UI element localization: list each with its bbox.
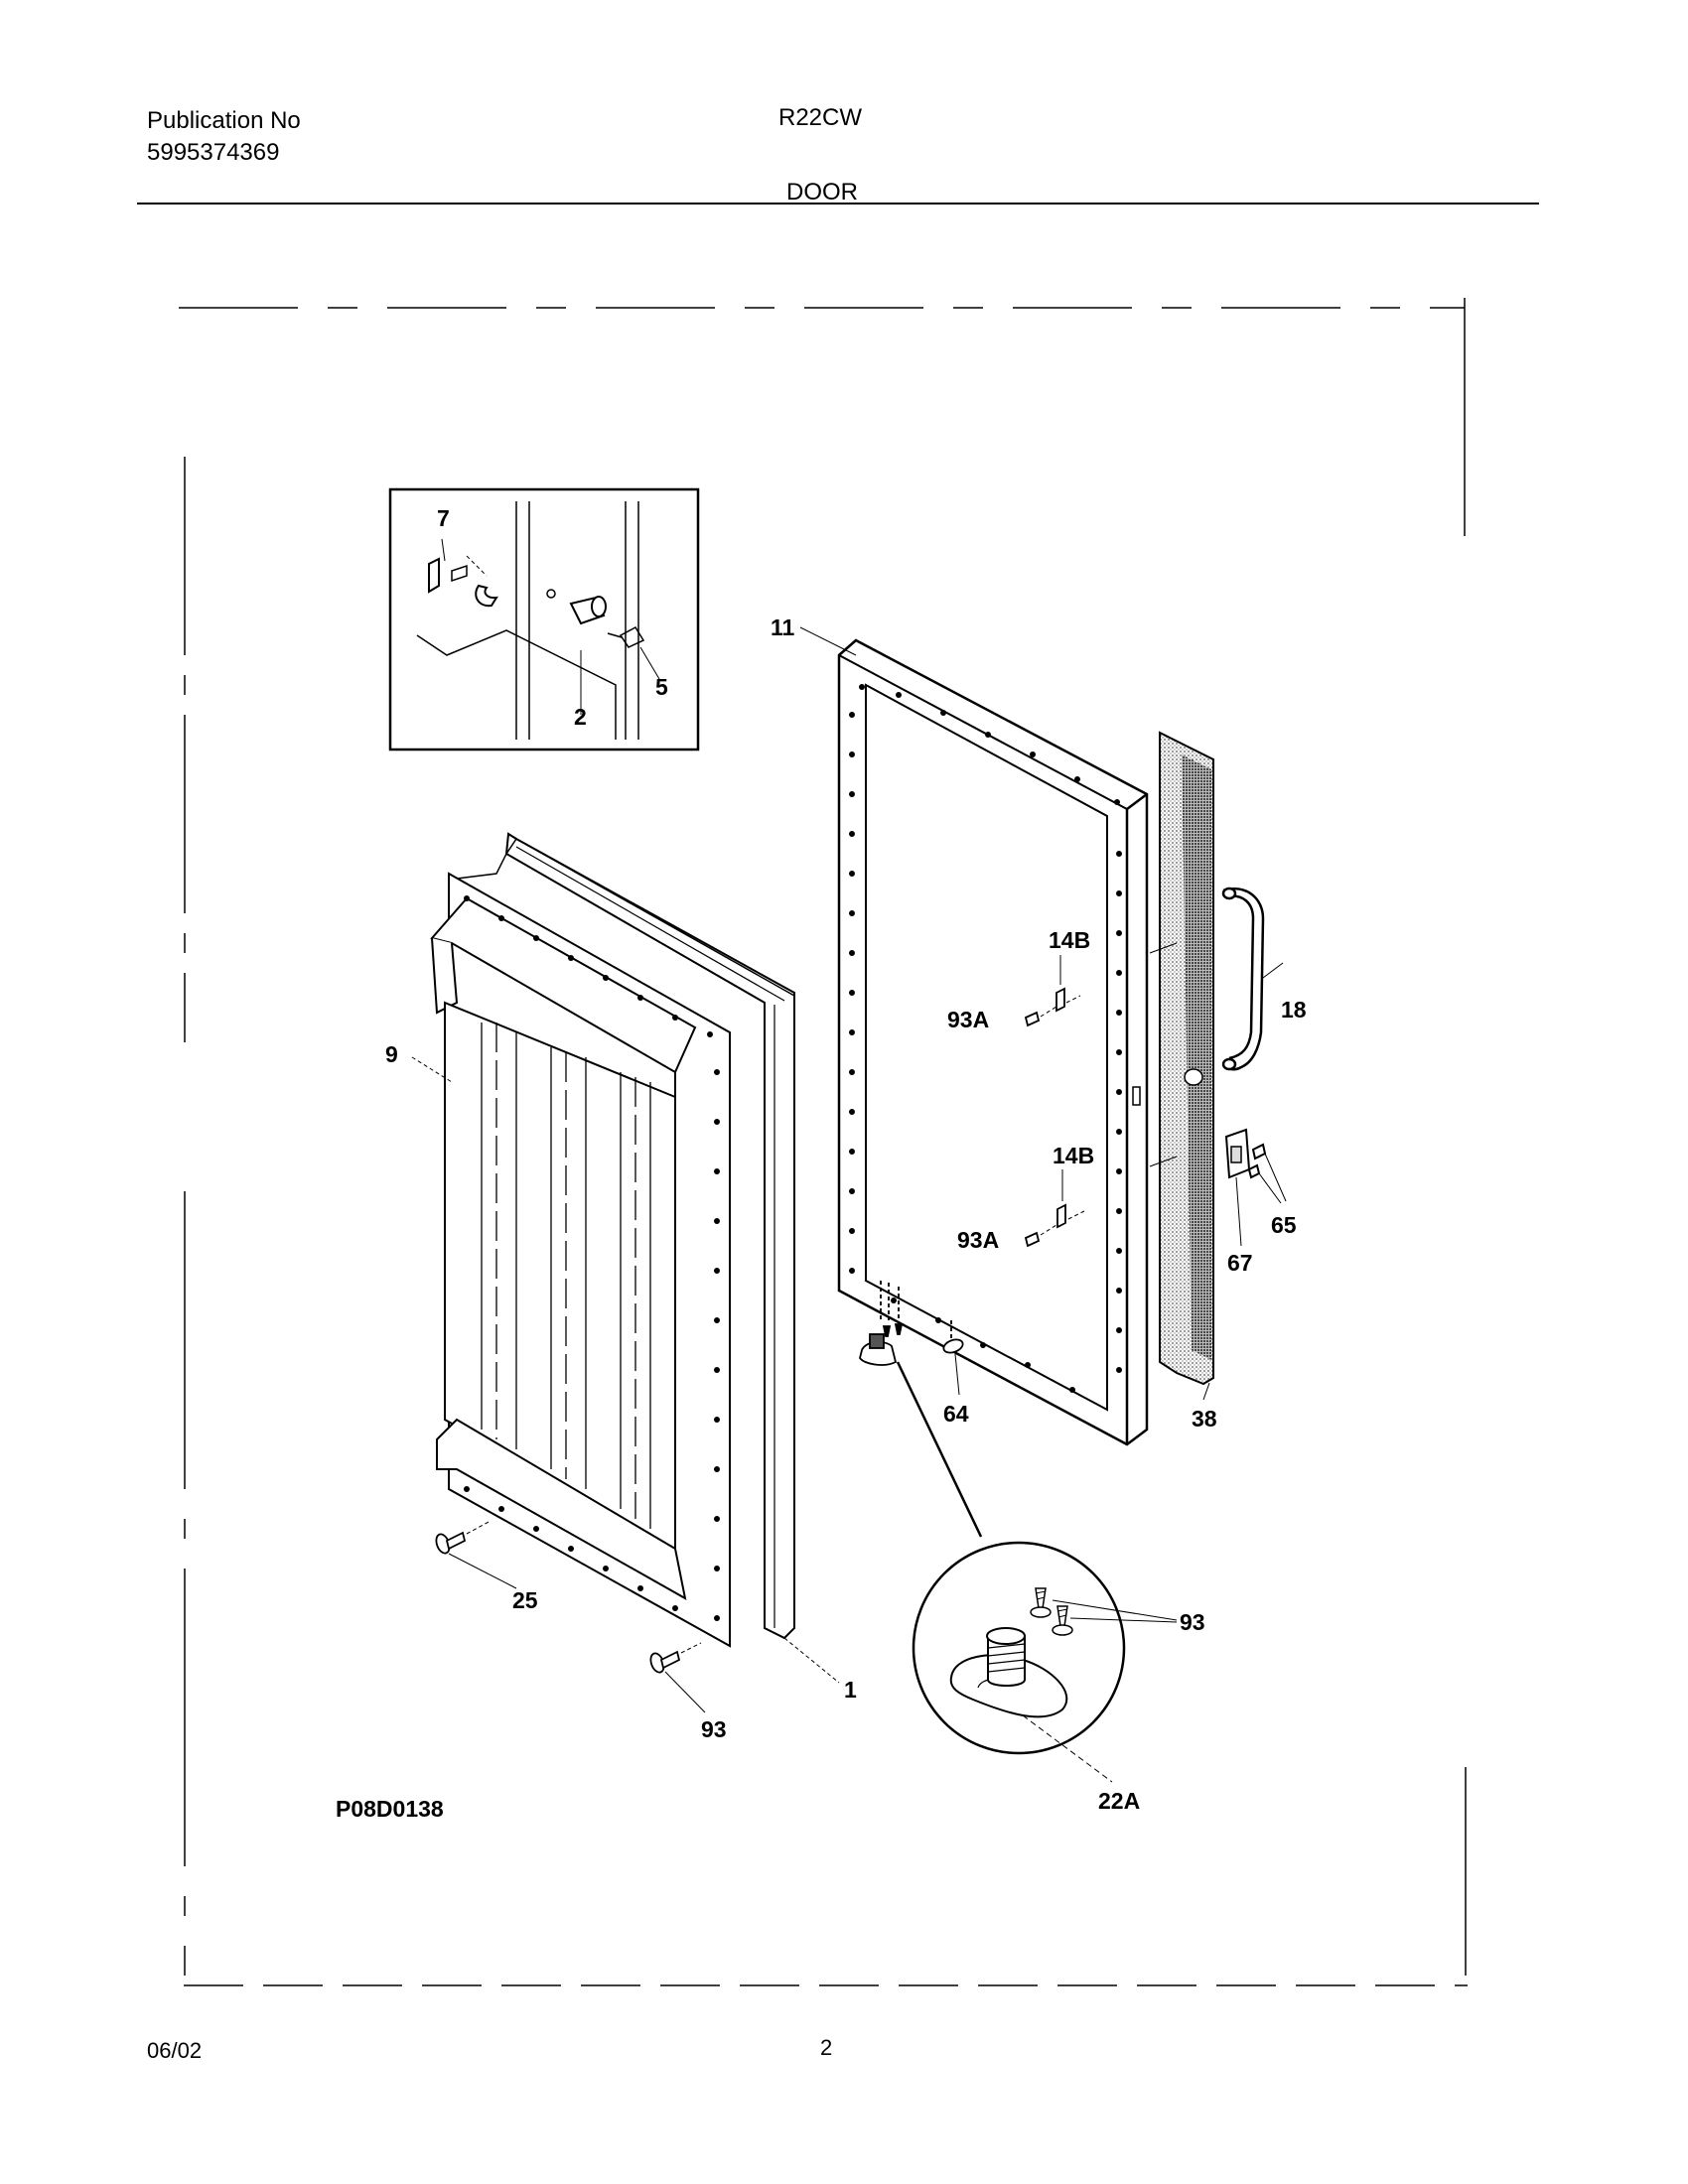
callout-93a-bottom: 93A xyxy=(957,1227,999,1253)
callout-64: 64 xyxy=(943,1401,969,1427)
callout-14b-top: 14B xyxy=(1049,927,1090,953)
door-handle xyxy=(1221,887,1284,1071)
header-rule xyxy=(137,203,1539,205)
callout-14b-bottom: 14B xyxy=(1053,1143,1094,1168)
callout-38: 38 xyxy=(1192,1406,1217,1432)
latch-plate xyxy=(1224,1128,1287,1247)
callout-67: 67 xyxy=(1227,1250,1253,1276)
footer-date: 06/02 xyxy=(147,2038,203,2063)
hinge-hardware xyxy=(1024,955,1085,1248)
section-title: DOOR xyxy=(786,179,858,205)
callout-22a: 22A xyxy=(1098,1788,1140,1814)
callout-93-detail: 93 xyxy=(1180,1609,1205,1635)
callout-25: 25 xyxy=(512,1587,538,1613)
callout-1: 1 xyxy=(844,1677,857,1703)
door-liner-assembly xyxy=(430,832,795,1648)
callout-labels: 7 5 2 11 14B 93A 18 9 14B 93A 65 67 64 3… xyxy=(336,505,1307,1822)
drawing-id: P08D0138 xyxy=(336,1796,444,1822)
callout-9: 9 xyxy=(385,1041,398,1067)
page-number: 2 xyxy=(820,2035,833,2060)
callout-65: 65 xyxy=(1271,1212,1297,1238)
handle-trim-strip xyxy=(1149,731,1214,1401)
callout-7: 7 xyxy=(437,505,450,531)
callout-18: 18 xyxy=(1281,997,1307,1023)
publication-label: Publication No xyxy=(147,107,301,134)
model-number: R22CW xyxy=(778,104,863,131)
liner-screws xyxy=(411,626,857,1713)
callout-93a-top: 93A xyxy=(947,1007,989,1032)
callout-5: 5 xyxy=(655,674,668,700)
hinge-detail-circle xyxy=(912,1541,1178,1783)
lock-detail-inset xyxy=(388,487,700,751)
outer-door-panel xyxy=(837,638,1149,1446)
callout-11: 11 xyxy=(771,614,795,640)
diagram-border xyxy=(179,298,1468,1986)
publication-number: 5995374369 xyxy=(147,139,280,166)
callout-2: 2 xyxy=(574,704,587,730)
bottom-hinge-hardware xyxy=(859,1281,983,1538)
callout-93-bottom: 93 xyxy=(701,1716,727,1742)
